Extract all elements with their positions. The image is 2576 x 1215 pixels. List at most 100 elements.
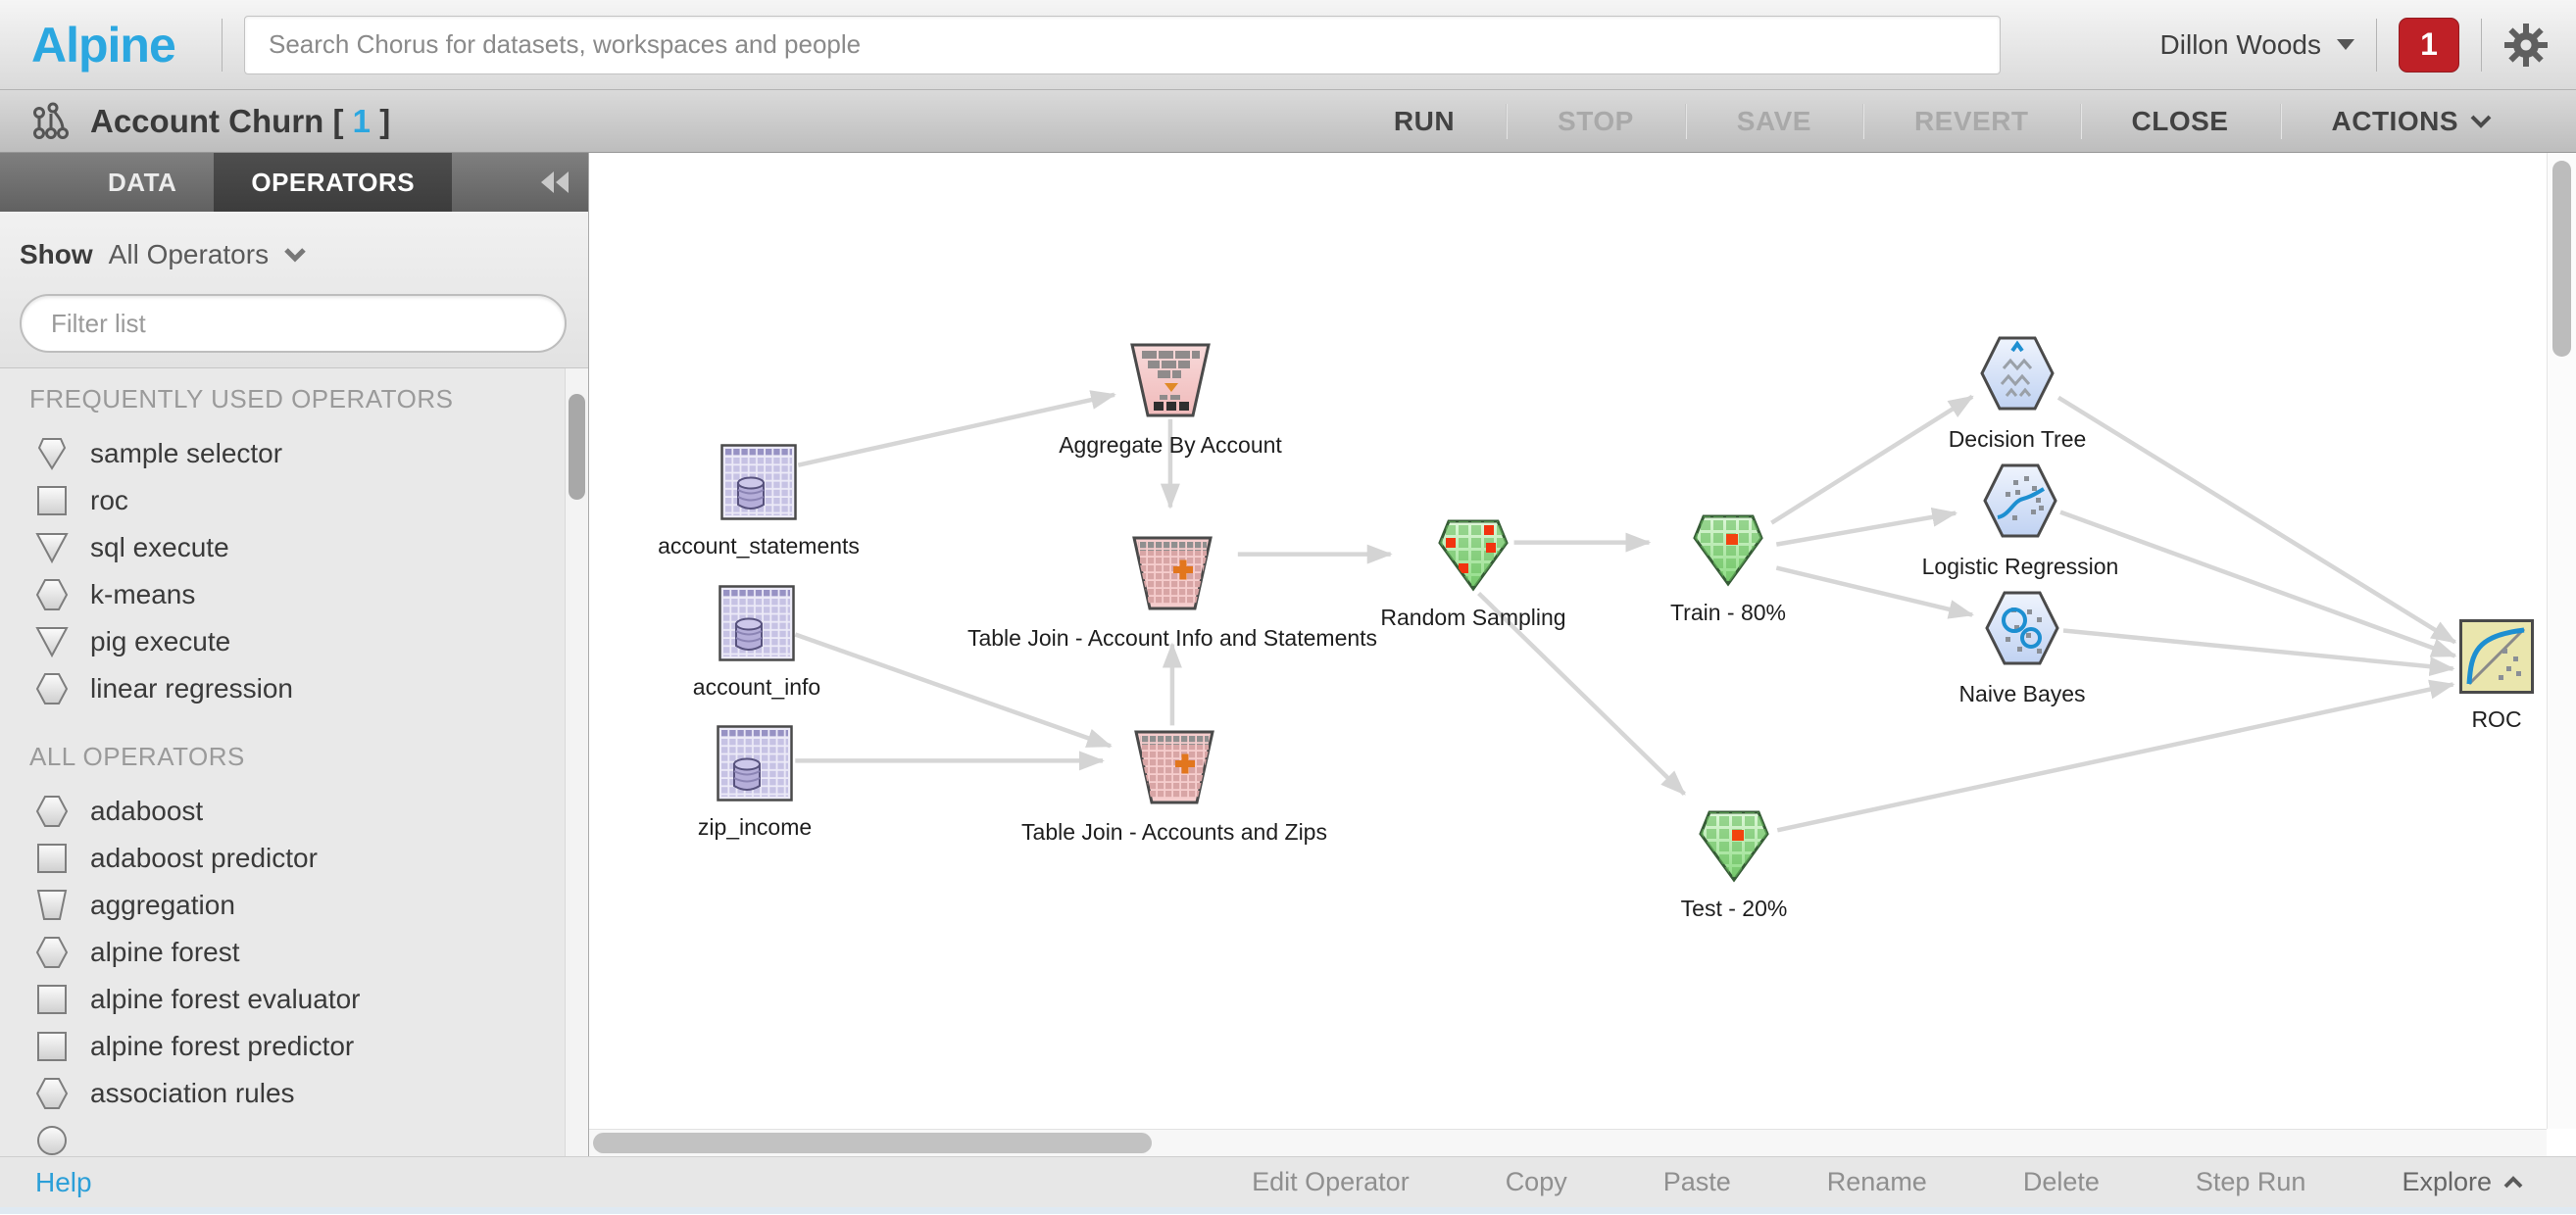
step-run-button[interactable]: Step Run <box>2195 1167 2306 1196</box>
revert-button[interactable]: REVERT <box>1913 105 2029 136</box>
gem-icon <box>37 438 67 470</box>
chevron-down-icon <box>2470 115 2492 128</box>
tab-operators[interactable]: OPERATORS <box>214 153 453 212</box>
database-table-icon <box>718 585 795 661</box>
rename-button[interactable]: Rename <box>1826 1167 1927 1196</box>
bottom-bar: Help Edit Operator Copy Paste Rename Del… <box>0 1156 2576 1207</box>
scrollbar-thumb[interactable] <box>593 1133 1152 1153</box>
divider <box>1861 103 1863 139</box>
circle-icon <box>37 1126 67 1155</box>
node-train-80[interactable]: Train - 80% <box>1670 509 1786 625</box>
roc-icon <box>2459 619 2534 694</box>
operator-item[interactable]: alpine forest <box>0 929 588 976</box>
collapse-panel-icon[interactable] <box>541 153 569 212</box>
sidebar-tabbar: DATA OPERATORS <box>0 153 588 212</box>
page-title: Account Churn [ 1 ] <box>90 102 391 139</box>
top-bar: Alpine Dillon Woods 1 <box>0 0 2576 90</box>
operator-item[interactable]: adaboost predictor <box>0 835 588 882</box>
operator-item[interactable]: alpine forest evaluator <box>0 976 588 1023</box>
notification-badge[interactable]: 1 <box>2399 17 2459 73</box>
actions-button[interactable]: ACTIONS <box>2281 106 2544 137</box>
divider <box>2481 18 2482 72</box>
triangle-down-icon <box>35 533 69 564</box>
help-link[interactable]: Help <box>35 1166 92 1197</box>
operator-item[interactable] <box>0 1117 588 1156</box>
copy-button[interactable]: Copy <box>1505 1167 1567 1196</box>
operator-item[interactable]: aggregation <box>0 882 588 929</box>
operator-item[interactable]: pig execute <box>0 618 588 665</box>
operator-item[interactable]: sql execute <box>0 524 588 571</box>
divider <box>1506 103 1508 139</box>
node-random-sampling[interactable]: Random Sampling <box>1380 513 1566 630</box>
chevron-down-icon[interactable] <box>284 247 306 263</box>
canvas-horizontal-scrollbar[interactable] <box>589 1129 2547 1156</box>
trapezoid-icon <box>36 890 68 920</box>
divider <box>1684 103 1686 139</box>
table-join-icon <box>1132 536 1213 610</box>
close-button[interactable]: CLOSE <box>2131 105 2229 136</box>
workflow-canvas[interactable]: account_statements account_info <box>588 153 2576 1156</box>
square-icon <box>37 486 67 515</box>
operator-item[interactable]: linear regression <box>0 665 588 712</box>
edit-operator-button[interactable]: Edit Operator <box>1252 1167 1410 1196</box>
chevron-up-icon <box>2503 1176 2523 1189</box>
divider <box>2376 18 2377 72</box>
hexagon-icon <box>35 937 69 968</box>
show-filter-dropdown[interactable]: All Operators <box>108 239 270 269</box>
open-count: 1 <box>352 102 372 139</box>
logistic-regression-icon <box>1983 463 2057 538</box>
run-button[interactable]: RUN <box>1393 105 1456 136</box>
workflow-toolbar: Account Churn [ 1 ] RUN STOP SAVE REVERT… <box>0 90 2576 153</box>
user-menu[interactable]: Dillon Woods <box>2159 28 2321 60</box>
aggregate-icon <box>1130 343 1211 417</box>
table-join-icon <box>1134 730 1214 804</box>
divider <box>2279 103 2281 139</box>
operator-item[interactable]: association rules <box>0 1070 588 1117</box>
paste-button[interactable]: Paste <box>1662 1167 1731 1196</box>
triangle-down-icon <box>35 627 69 658</box>
filter-list-input[interactable] <box>20 294 567 353</box>
sampling-gem-icon <box>1693 514 1763 587</box>
node-decision-tree[interactable]: Decision Tree <box>1949 333 2086 452</box>
operator-item[interactable]: sample selector <box>0 430 588 477</box>
decision-tree-icon <box>1980 336 2055 411</box>
chevron-down-icon[interactable] <box>2337 39 2354 50</box>
scrollbar-thumb[interactable] <box>2552 161 2571 357</box>
database-table-icon <box>720 444 797 520</box>
section-header: ALL OPERATORS <box>29 742 245 771</box>
canvas-vertical-scrollbar[interactable] <box>2547 153 2576 1129</box>
search-input[interactable] <box>244 15 2001 74</box>
node-account-info[interactable]: account_info <box>693 585 820 700</box>
panel-controls: Show All Operators <box>0 212 588 368</box>
operator-item[interactable]: alpine forest predictor <box>0 1023 588 1070</box>
scrollbar-thumb[interactable] <box>569 394 585 500</box>
gear-icon[interactable] <box>2503 23 2549 68</box>
node-aggregate-by-account[interactable]: Aggregate By Account <box>1059 341 1282 458</box>
show-label: Show <box>20 239 93 269</box>
sidebar-scrollbar[interactable] <box>565 368 588 1156</box>
operator-item[interactable]: roc <box>0 477 588 524</box>
divider <box>2079 103 2081 139</box>
node-zip-income[interactable]: zip_income <box>698 725 812 840</box>
sampling-gem-icon <box>1699 810 1769 883</box>
explore-button[interactable]: Explore <box>2402 1167 2523 1197</box>
operator-item[interactable]: k-means <box>0 571 588 618</box>
node-account-statements[interactable]: account_statements <box>658 444 860 559</box>
workflow-edges <box>794 390 2457 833</box>
save-button[interactable]: SAVE <box>1736 105 1811 136</box>
operator-list: FREQUENTLY USED OPERATORS sample selecto… <box>0 368 588 1156</box>
delete-button[interactable]: Delete <box>2022 1167 2100 1196</box>
node-test-20[interactable]: Test - 20% <box>1681 804 1787 921</box>
bottom-strip <box>0 1207 2576 1214</box>
node-roc[interactable]: ROC <box>2459 619 2534 732</box>
node-table-join-accounts-zips[interactable]: Table Join - Accounts and Zips <box>1021 728 1327 845</box>
alpine-logo[interactable]: Alpine <box>31 17 176 73</box>
hexagon-icon <box>35 1078 69 1109</box>
node-table-join-account-info-statements[interactable]: Table Join - Account Info and Statements <box>967 534 1377 651</box>
stop-button[interactable]: STOP <box>1558 105 1634 136</box>
operator-item[interactable]: adaboost <box>0 788 588 835</box>
node-naive-bayes[interactable]: Naive Bayes <box>1958 588 2086 706</box>
hexagon-icon <box>35 673 69 705</box>
node-logistic-regression[interactable]: Logistic Regression <box>1922 461 2118 579</box>
tab-data[interactable]: DATA <box>108 167 177 197</box>
